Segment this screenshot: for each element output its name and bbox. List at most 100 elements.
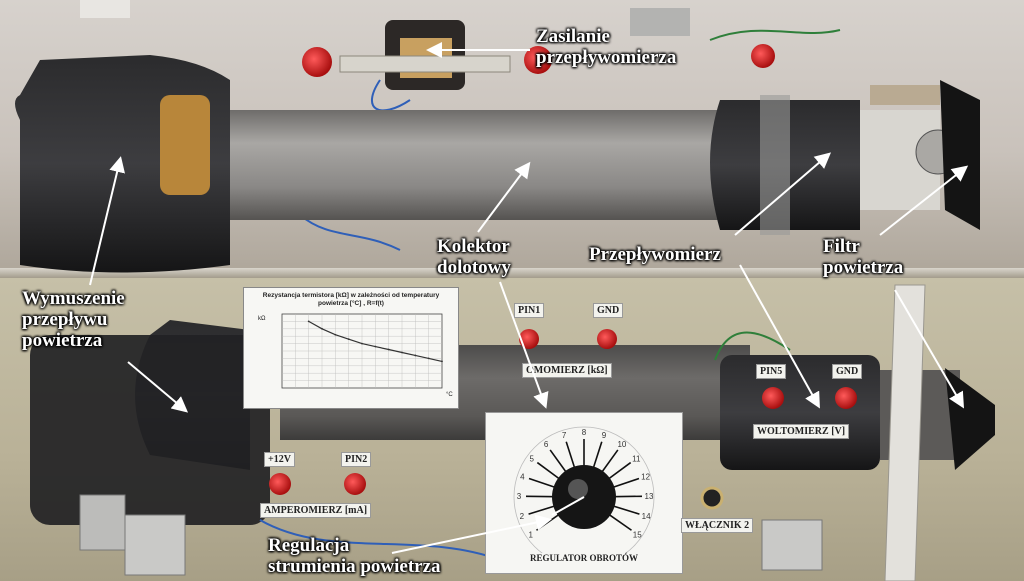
dial-tick [599, 449, 619, 475]
dial-number: 11 [632, 454, 641, 463]
chart-title: Rezystancja termistora [kΩ] w zależności… [262, 292, 440, 307]
label-zasilanie: Zasilanie przepływomierza [536, 26, 676, 68]
label-regulacja: Regulacja strumienia powietrza [268, 535, 441, 577]
dial-number: 12 [641, 472, 650, 481]
filter-bracket [870, 85, 940, 105]
dial-tick [606, 461, 632, 482]
arrow-kolektor-up [477, 161, 531, 233]
arrow-wymuszenie-up [89, 156, 125, 286]
flowmeter-clamp [760, 95, 790, 235]
label-kolektor: Kolektor dolotowy [437, 236, 511, 278]
dial-number: 7 [562, 431, 567, 440]
label-filtr: Filtr powietrza [823, 236, 903, 278]
arrow-filtr-up [879, 165, 969, 236]
terminal-gnd2 [835, 387, 857, 409]
dial-number: 13 [645, 492, 654, 501]
switch-2 [700, 486, 724, 510]
dial-number: 4 [520, 472, 525, 481]
red-terminal-top-left [302, 47, 332, 77]
terminal-plus12v [269, 473, 291, 495]
chart-point [427, 357, 430, 360]
label-line: powietrza [22, 330, 103, 351]
filter-cap [940, 80, 980, 230]
dial-tick [591, 441, 603, 471]
tag-pin5: PIN5 [756, 364, 787, 379]
knob-pointer [551, 496, 585, 516]
dial-number: 5 [529, 454, 534, 463]
terminal-pin2 [344, 473, 366, 495]
red-terminal-top-right [524, 46, 552, 74]
dial-tick [610, 477, 640, 489]
arrow-kolektor-down [499, 281, 549, 409]
chart-point [347, 338, 350, 341]
knob-highlight [568, 479, 588, 499]
dial-number: 3 [517, 492, 522, 501]
green-wire [714, 331, 791, 361]
dial-ring [513, 426, 655, 553]
mount-plate [761, 519, 823, 571]
label-line: przepływu [22, 309, 108, 330]
label-line: strumienia powietrza [268, 556, 441, 577]
tag-gnd2: GND [832, 364, 863, 379]
terminal-gnd1 [597, 329, 617, 349]
arrow-przeplywomierz-up [734, 152, 832, 236]
arrow-filtr-down [894, 289, 965, 409]
tag-pin1: PIN1 [514, 303, 545, 318]
dial-number: 9 [602, 431, 607, 440]
green-wire [709, 29, 841, 41]
dial-number: 10 [617, 440, 626, 449]
thermistor-chart: kΩ°C [258, 313, 453, 398]
chart-point [307, 320, 310, 323]
regulator-caption: REGULATOR OBROTÓW [530, 553, 638, 563]
dial-number: 2 [520, 512, 525, 521]
arrow-wymuszenie-down [127, 361, 189, 413]
top-bracket [80, 0, 130, 18]
dial-number: 1 [529, 530, 534, 539]
tag-woltomierz: WOLTOMIERZ [V] [753, 424, 850, 439]
fan-ring [160, 95, 210, 195]
thermistor-chart-card: Rezystancja termistora [kΩ] w zależności… [243, 287, 459, 409]
label-przeplywomierz: Przepływomierz [589, 244, 721, 265]
dial-number: 6 [544, 440, 549, 449]
chart-point [441, 360, 443, 363]
tag-gnd1: GND [593, 303, 624, 318]
label-line: Filtr [823, 236, 860, 257]
mount-plate [124, 514, 186, 576]
lower-flowmeter [720, 355, 880, 470]
label-line: Kolektor [437, 236, 510, 257]
tag-pin2: PIN2 [341, 452, 372, 467]
label-line: przepływomierza [536, 47, 677, 68]
chart-point [414, 354, 417, 357]
tag-omomierz: OMOMIERZ [kΩ] [522, 363, 612, 378]
chart-xlabel: °C [446, 392, 453, 398]
dial-tick [606, 512, 632, 531]
chart-point [374, 345, 377, 348]
dial-number: 8 [582, 428, 587, 437]
dial-tick [610, 504, 640, 515]
support-post [884, 284, 926, 581]
label-line: powietrza [823, 257, 904, 278]
chart-point [387, 348, 390, 351]
dial-tick [528, 477, 558, 489]
red-terminal-top-far [751, 44, 775, 68]
blue-wire [299, 214, 401, 251]
intake-manifold-tube [200, 110, 740, 220]
chart-point [334, 333, 337, 336]
dial-tick [536, 461, 562, 482]
chart-point [401, 351, 403, 354]
lower-fan-casing [30, 335, 270, 525]
dial-number: 14 [642, 512, 651, 521]
label-line: dolotowy [437, 257, 511, 278]
shelf-edge [0, 268, 1024, 278]
blue-wire [370, 79, 411, 112]
terminal-pin5 [762, 387, 784, 409]
dial-tick [549, 449, 569, 475]
chart-point [321, 327, 323, 330]
tag-amperomierz: AMPEROMIERZ [mA] [260, 503, 372, 518]
arrow-przeplywomierz-down [739, 264, 820, 409]
top-right-bracket [630, 8, 690, 36]
